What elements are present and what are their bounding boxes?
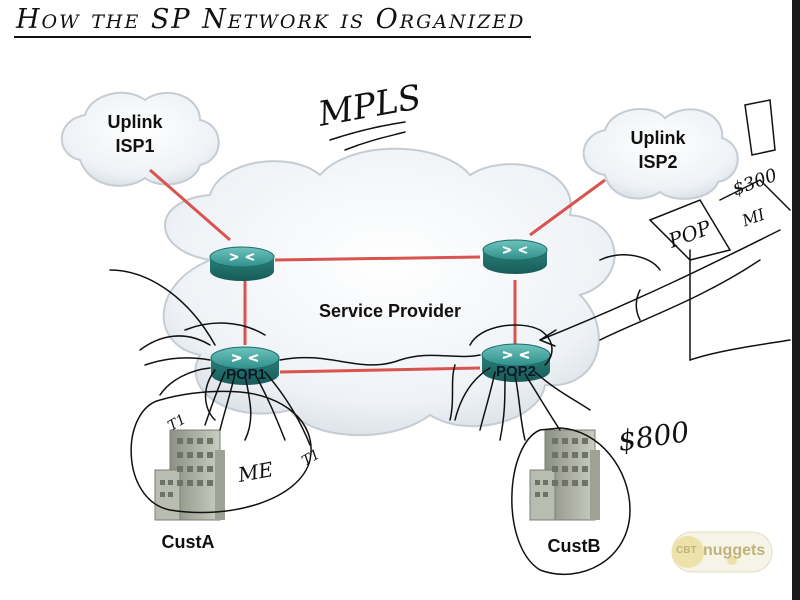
custb-label: CustB — [547, 536, 601, 556]
building-custa — [154, 429, 225, 521]
uplink-isp2-line1: Uplink — [630, 128, 686, 148]
circle-custb-ink — [511, 427, 631, 575]
pop1-label: POP1 — [225, 366, 267, 383]
custa-label: CustA — [161, 532, 215, 552]
router-core-left — [209, 246, 275, 281]
handwritten-strokes — [109, 99, 791, 575]
nuggets-watermark-text: nuggets — [703, 542, 766, 559]
uplink-isp2-label: Uplink ISP2 — [618, 126, 698, 174]
link-isp2-router — [529, 178, 606, 237]
uplink-isp1-line1: Uplink — [107, 112, 163, 132]
uplink-isp1-cloud — [60, 91, 220, 187]
link-core-top — [274, 255, 481, 262]
cbt-watermark-text: CBT — [676, 545, 697, 556]
pop2-label: POP2 — [495, 363, 537, 380]
router-core-right — [482, 239, 548, 274]
circle-custa-ink — [130, 390, 312, 514]
link-isp1-router — [149, 168, 231, 242]
service-provider-label: Service Provider — [318, 301, 462, 321]
cbt-nuggets-watermark — [671, 531, 773, 573]
uplink-isp2-line2: ISP2 — [638, 152, 678, 172]
page-title: How the SP Network is Organized — [14, 4, 532, 38]
router-pop2 — [481, 343, 551, 382]
building-custb — [529, 429, 600, 521]
uplink-isp1-line2: ISP1 — [115, 136, 155, 156]
uplink-isp1-label: Uplink ISP1 — [95, 110, 175, 158]
link-pop1-pop2 — [279, 366, 481, 374]
network-links — [149, 168, 606, 374]
uplink-isp2-cloud — [582, 107, 739, 200]
router-pop1 — [210, 346, 280, 385]
window-edge — [792, 0, 800, 600]
